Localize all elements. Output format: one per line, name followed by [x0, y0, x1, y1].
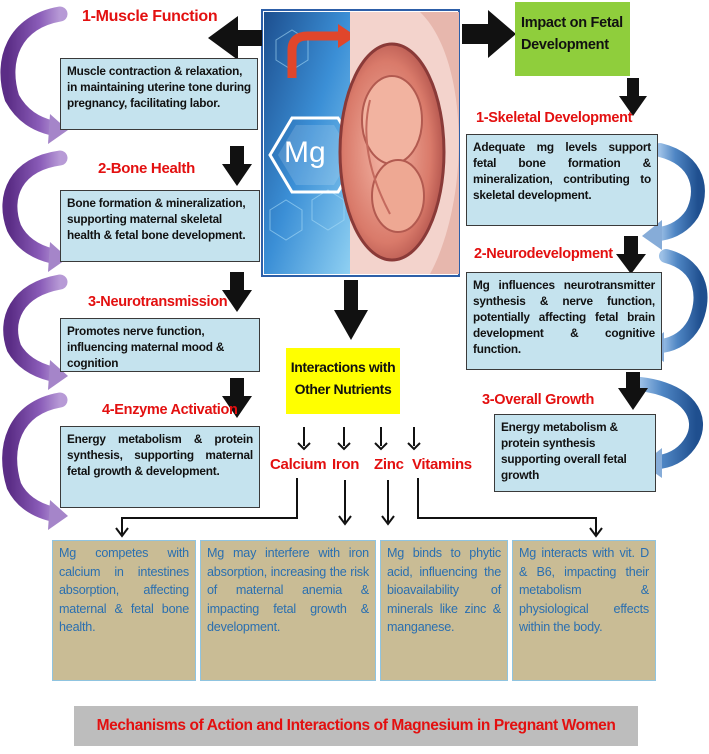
iron-interaction-box: Mg may interfere with iron absorption, i…: [200, 540, 376, 681]
nutrient-iron: Iron: [332, 456, 360, 473]
enzyme-activation-box: Energy metabolism & protein synthesis, s…: [60, 426, 260, 508]
muscle-function-box: Muscle contraction & relaxation, in main…: [60, 58, 258, 130]
zinc-interaction-text: Mg binds to phytic acid, influencing the…: [387, 546, 501, 634]
overall-growth-text: Energy metabolism & protein synthesis su…: [501, 420, 627, 482]
neurodevelopment-box: Mg influences neurotransmitter synthesis…: [466, 272, 662, 370]
arrow-muscle-to-bone: [222, 146, 252, 186]
vitamins-interaction-text: Mg interacts with vit. D & B6, impacting…: [519, 546, 649, 634]
arrow-to-fetal: [462, 10, 516, 58]
mg-label: Mg: [284, 136, 326, 169]
skeletal-development-title: 1-Skeletal Development: [476, 110, 633, 126]
iron-interaction-text: Mg may interfere with iron absorption, i…: [207, 546, 369, 634]
enzyme-activation-text: Energy metabolism & protein synthesis, s…: [67, 432, 253, 478]
enzyme-activation-title: 4-Enzyme Activation: [102, 402, 238, 418]
nutrient-to-box-connectors: [115, 478, 603, 538]
bone-health-text: Bone formation & mineralization, support…: [67, 196, 246, 242]
skeletal-development-text: Adequate mg levels support fetal bone fo…: [473, 140, 651, 202]
arrow-neuro-to-growth: [618, 372, 648, 410]
arrow-neuro-to-enzyme: [222, 378, 252, 418]
interactions-header: Interactions with Other Nutrients: [286, 348, 400, 414]
purple-curve-arrow-3: [3, 274, 68, 390]
footer-title: Mechanisms of Action and Interactions of…: [96, 717, 616, 734]
purple-curve-arrow-4: [2, 392, 68, 530]
purple-curve-arrow-2: [2, 150, 68, 272]
nutrient-zinc: Zinc: [374, 456, 404, 473]
arrow-skeletal-to-neuro: [616, 236, 646, 274]
skeletal-development-box: Adequate mg levels support fetal bone fo…: [466, 134, 658, 226]
calcium-interaction-text: Mg competes with calcium in intestines a…: [59, 546, 189, 634]
arrow-fetal-header-to-skeletal: [619, 78, 647, 116]
overall-growth-title: 3-Overall Growth: [482, 392, 595, 408]
arrow-bone-to-neuro: [222, 272, 252, 312]
nutrient-arrows: [297, 427, 421, 451]
purple-curve-arrow-1: [0, 6, 68, 144]
nutrient-vitamins: Vitamins: [412, 456, 472, 473]
neurodevelopment-text: Mg influences neurotransmitter synthesis…: [473, 278, 655, 356]
neurodevelopment-title: 2-Neurodevelopment: [474, 246, 613, 262]
calcium-interaction-box: Mg competes with calcium in intestines a…: [52, 540, 196, 681]
footer-banner: Mechanisms of Action and Interactions of…: [74, 706, 638, 746]
bone-health-title: 2-Bone Health: [98, 160, 195, 177]
vitamins-interaction-box: Mg interacts with vit. D & B6, impacting…: [512, 540, 656, 681]
muscle-function-text: Muscle contraction & relaxation, in main…: [67, 64, 251, 110]
neurotransmission-box: Promotes nerve function, influencing mat…: [60, 318, 260, 372]
pregnancy-illustration: [261, 9, 460, 277]
blue-curve-arrow-1: [642, 143, 705, 250]
zinc-interaction-box: Mg binds to phytic acid, influencing the…: [380, 540, 508, 681]
neurotransmission-text: Promotes nerve function, influencing mat…: [67, 324, 225, 370]
arrow-to-muscle: [208, 16, 262, 60]
bone-health-box: Bone formation & mineralization, support…: [60, 190, 260, 262]
arrow-center-to-interactions: [334, 280, 368, 340]
nutrient-calcium: Calcium: [270, 456, 327, 473]
overall-growth-box: Energy metabolism & protein synthesis su…: [494, 414, 656, 492]
fetal-development-header: Impact on Fetal Development: [515, 2, 630, 76]
neurotransmission-title: 3-Neurotransmission: [88, 294, 228, 310]
muscle-function-title: 1-Muscle Function: [82, 8, 218, 25]
